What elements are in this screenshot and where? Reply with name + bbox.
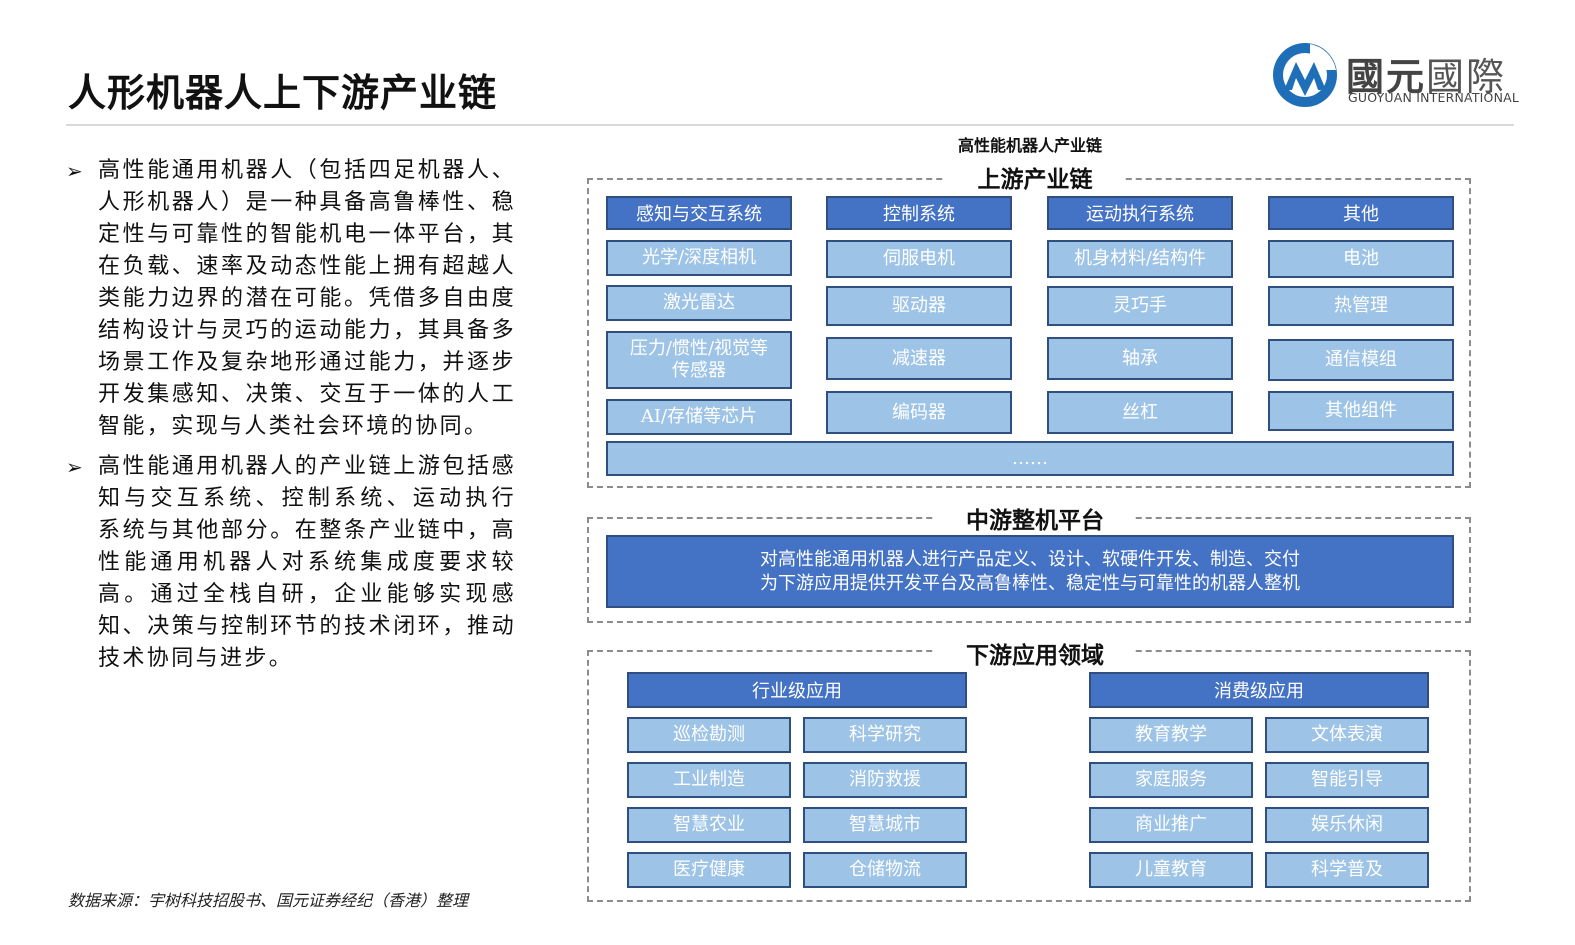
upstream-item: 伺服电机	[826, 240, 1012, 278]
upstream-item: 激光雷达	[606, 285, 792, 321]
upstream-item: 丝杠	[1047, 391, 1233, 434]
consumer-app-item: 教育教学	[1089, 717, 1253, 753]
industrial-apps-header: 行业级应用	[627, 672, 967, 708]
upstream-item: 机身材料/结构件	[1047, 240, 1233, 278]
upstream-item: 电池	[1268, 240, 1454, 278]
bullet-item: ➢ 高性能通用机器人的产业链上游包括感知与交互系统、控制系统、运动执行 系统与其…	[66, 451, 516, 675]
upstream-item: 光学/深度相机	[606, 240, 792, 276]
downstream-label: 下游应用领域	[935, 636, 1135, 670]
bullet-arrow-icon: ➢	[66, 159, 86, 183]
logo-cn-light: 國際	[1426, 55, 1507, 99]
diagram-title: 高性能机器人产业链	[957, 136, 1102, 155]
guoyuan-logo-icon	[1273, 43, 1337, 107]
upstream-item: 其他组件	[1268, 391, 1454, 431]
upstream-header: 控制系统	[826, 196, 1012, 230]
title-divider	[66, 124, 1514, 126]
upstream-item: 减速器	[826, 337, 1012, 380]
industrial-app-item: 消防救援	[803, 762, 967, 798]
upstream-header: 运动执行系统	[1047, 196, 1233, 230]
midstream-line: 对高性能通用机器人进行产品定义、设计、软硬件开发、制造、交付	[760, 548, 1300, 570]
upstream-item: 压力/惯性/视觉等传感器	[606, 331, 792, 389]
bullet-list: ➢ 高性能通用机器人（包括四足机器人、人形机器人）是一种具备高鲁棒性、稳定性与可…	[66, 155, 516, 675]
upstream-label: 上游产业链	[945, 160, 1125, 194]
consumer-app-item: 娱乐休闲	[1265, 807, 1429, 843]
upstream-item: 灵巧手	[1047, 286, 1233, 326]
midstream-label: 中游整机平台	[935, 501, 1135, 535]
upstream-item: 轴承	[1047, 337, 1233, 380]
upstream-item: 通信模组	[1268, 339, 1454, 381]
industrial-app-item: 科学研究	[803, 717, 967, 753]
consumer-app-item: 家庭服务	[1089, 762, 1253, 798]
upstream-item: 编码器	[826, 391, 1012, 434]
bullet-item: ➢ 高性能通用机器人（包括四足机器人、人形机器人）是一种具备高鲁棒性、稳定性与可…	[66, 155, 516, 443]
data-source: 数据来源：宇树科技招股书、国元证券经纪（香港）整理	[68, 891, 469, 910]
industrial-app-item: 医疗健康	[627, 852, 791, 888]
midstream-line: 为下游应用提供开发平台及高鲁棒性、稳定性与可靠性的机器人整机	[760, 572, 1300, 594]
upstream-more-row: ……	[606, 441, 1454, 476]
consumer-app-item: 商业推广	[1089, 807, 1253, 843]
upstream-item: 热管理	[1268, 286, 1454, 326]
upstream-header: 感知与交互系统	[606, 196, 792, 230]
consumer-app-item: 文体表演	[1265, 717, 1429, 753]
logo-cn-bold: 國元	[1346, 55, 1427, 99]
consumer-apps-header: 消费级应用	[1089, 672, 1429, 708]
industrial-app-item: 智慧城市	[803, 807, 967, 843]
consumer-app-item: 科学普及	[1265, 852, 1429, 888]
consumer-app-item: 智能引导	[1265, 762, 1429, 798]
page-title: 人形机器人上下游产业链	[68, 70, 498, 115]
logo-en: GUOYUAN INTERNATIONAL	[1348, 90, 1520, 105]
industrial-app-item: 智慧农业	[627, 807, 791, 843]
industrial-app-item: 仓储物流	[803, 852, 967, 888]
upstream-item: 驱动器	[826, 286, 1012, 326]
industrial-app-item: 工业制造	[627, 762, 791, 798]
upstream-header: 其他	[1268, 196, 1454, 230]
industrial-app-item: 巡检勘测	[627, 717, 791, 753]
midstream-description: 对高性能通用机器人进行产品定义、设计、软硬件开发、制造、交付 为下游应用提供开发…	[606, 535, 1454, 608]
bullet-text: 高性能通用机器人（包括四足机器人、人形机器人）是一种具备高鲁棒性、稳定性与可靠性…	[98, 158, 516, 439]
bullet-text: 高性能通用机器人的产业链上游包括感知与交互系统、控制系统、运动执行 系统与其他部…	[98, 454, 516, 671]
upstream-item: AI/存储等芯片	[606, 399, 792, 435]
bullet-arrow-icon: ➢	[66, 455, 86, 479]
consumer-app-item: 儿童教育	[1089, 852, 1253, 888]
company-logo: 國元國際 GUOYUAN INTERNATIONAL	[1270, 40, 1520, 110]
